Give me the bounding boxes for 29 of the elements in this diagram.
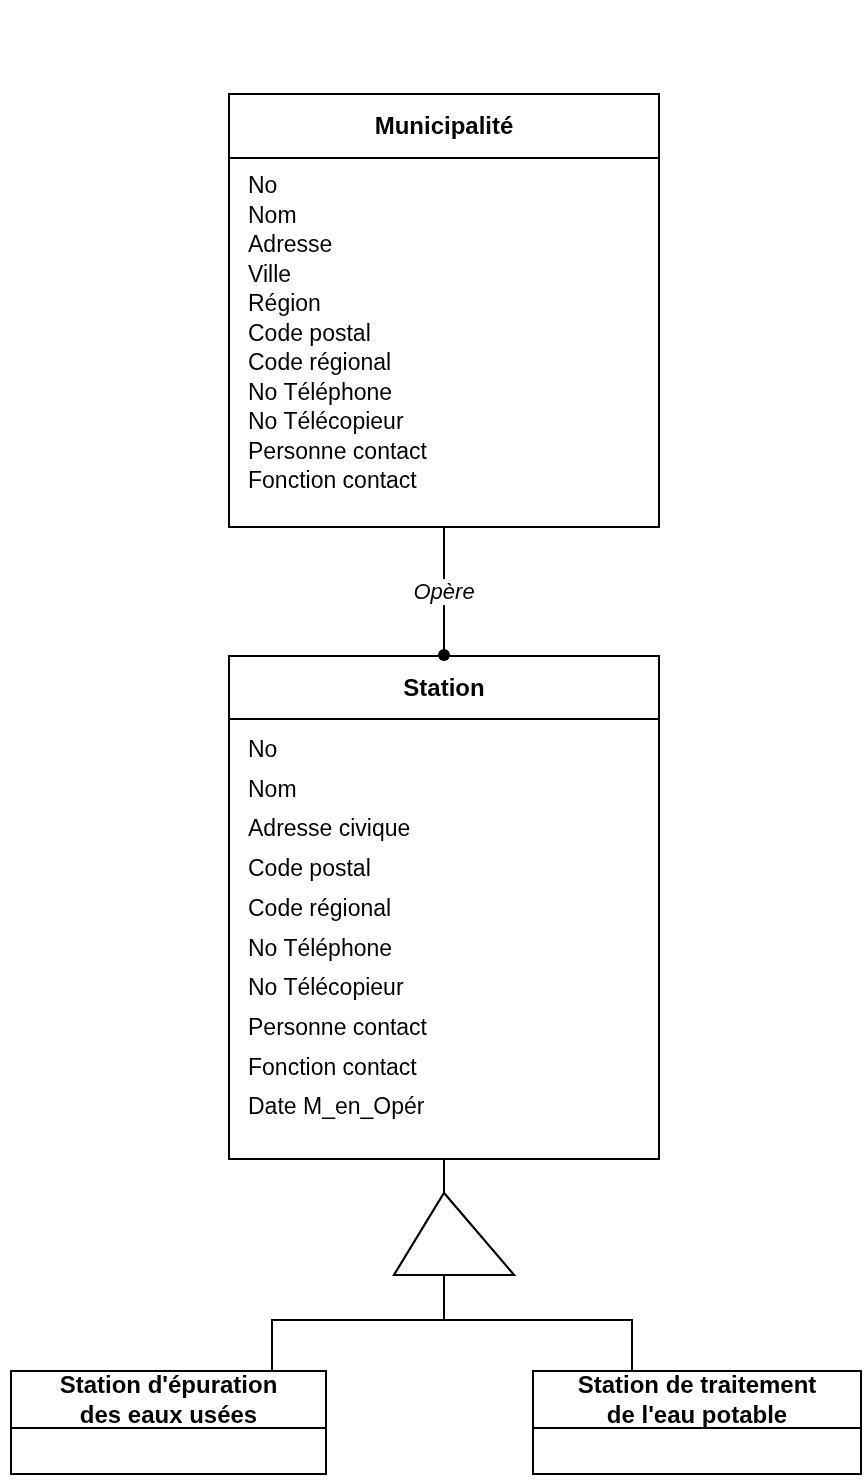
- entity-box: [10, 1370, 327, 1475]
- entity-box: [532, 1370, 862, 1475]
- attribute-name: Nom: [248, 200, 297, 230]
- entity-name: Station d'épuration des eaux usées: [58, 1369, 279, 1430]
- attribute-name: No: [248, 171, 278, 200]
- attribute-name: No Téléphone: [248, 377, 393, 407]
- attribute-name: Personne contact: [248, 1012, 427, 1042]
- entity-name: Municipalité: [374, 111, 514, 141]
- attribute-name: Fonction contact: [248, 1052, 417, 1082]
- attribute-name: No: [248, 735, 278, 764]
- attribute-name: No Télécopieur: [248, 973, 404, 1003]
- entity-box: [228, 93, 660, 528]
- entity-name: Station de traitement de l'eau potable: [576, 1369, 818, 1430]
- entity-name: Station: [403, 672, 485, 703]
- attribute-name: No Télécopieur: [248, 407, 404, 436]
- attribute-name: No Téléphone: [248, 933, 393, 963]
- attribute-name: Adresse civique: [248, 814, 411, 844]
- attribute-name: Personne contact: [248, 436, 427, 466]
- attribute-name: Fonction contact: [248, 466, 417, 495]
- attribute-name: Date M_en_Opér: [248, 1092, 425, 1122]
- attribute-name: Adresse: [248, 230, 333, 259]
- attribute-name: Région: [248, 289, 321, 318]
- attribute-name: Code régional: [248, 893, 392, 923]
- entity-box: [228, 655, 660, 1160]
- attribute-name: Code régional: [248, 348, 392, 377]
- attribute-name: Ville: [248, 259, 292, 289]
- attribute-name: Code postal: [248, 854, 371, 884]
- attribute-name: Nom: [248, 774, 297, 804]
- attribute-name: Code postal: [248, 318, 371, 348]
